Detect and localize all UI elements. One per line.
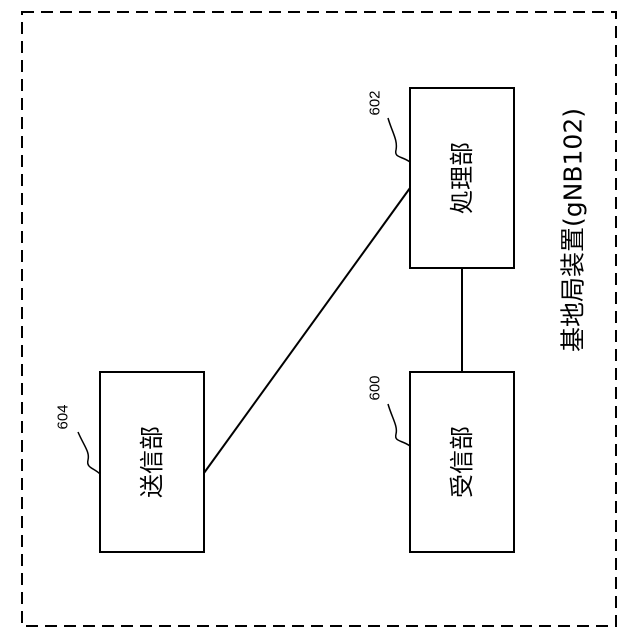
transmitting-block: 送信部 [100, 372, 204, 552]
receiving-block-label: 受信部 [448, 426, 476, 498]
ref-leader-602 [388, 118, 410, 162]
connector-processing-to-transmitting [204, 188, 410, 473]
receiving-block: 受信部 [410, 372, 514, 552]
ref-number-600: 600 [367, 375, 384, 400]
ref-number-602: 602 [367, 90, 384, 115]
ref-number-604: 604 [55, 404, 72, 429]
transmitting-block-label: 送信部 [138, 426, 166, 498]
processing-block: 処理部 [410, 88, 514, 268]
processing-block-label: 処理部 [448, 142, 476, 214]
ref-leader-600 [388, 404, 410, 446]
ref-leader-604 [78, 432, 100, 474]
device-title: 基地局装置(gNB102) [559, 108, 588, 352]
